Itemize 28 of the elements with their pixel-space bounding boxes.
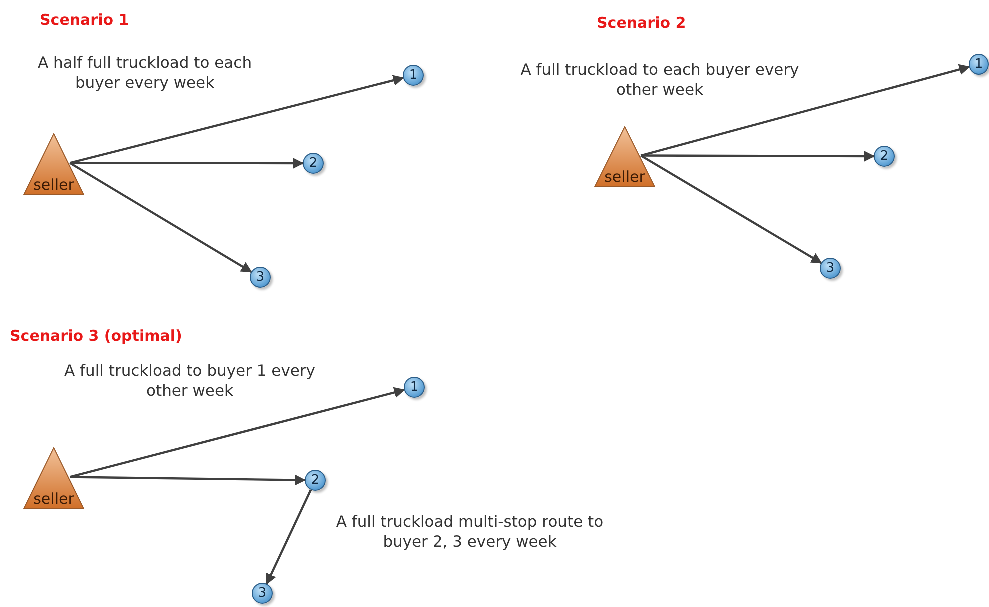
scenario-description: A full truckload to buyer 1 every other week	[64, 361, 316, 402]
arrow	[266, 490, 312, 585]
buyer-circle: 2	[305, 470, 326, 491]
scenario-description: A full truckload to each buyer every other week	[520, 60, 800, 100]
buyer-circle: 1	[403, 65, 424, 86]
arrow	[70, 158, 304, 169]
scenario-heading: Scenario 3 (optimal)	[10, 327, 182, 345]
arrow	[641, 150, 876, 162]
scenario-heading: Scenario 1	[40, 11, 130, 29]
buyer-circle: 2	[303, 153, 324, 174]
buyer-circle: 1	[404, 377, 425, 398]
seller-triangle: seller	[23, 447, 85, 510]
arrow	[70, 387, 406, 478]
buyer-circle: 3	[252, 583, 273, 604]
buyer-circle: 1	[969, 54, 989, 75]
scenario-heading: Scenario 2	[597, 14, 686, 32]
scenario-description: A half full truckload to each buyer every week	[36, 53, 254, 94]
arrow	[70, 75, 404, 164]
buyer-circle: 2	[874, 146, 895, 167]
arrow	[640, 154, 822, 264]
arrow	[70, 162, 252, 274]
seller-triangle: seller	[594, 126, 656, 188]
seller-triangle: seller	[23, 133, 85, 196]
arrow	[70, 474, 306, 486]
buyer-circle: 3	[820, 258, 841, 279]
buyer-circle: 3	[250, 267, 271, 288]
arrow	[640, 64, 970, 157]
scenario-description: A full truckload multi-stop route to buyer 2, 3 every week	[335, 512, 605, 552]
